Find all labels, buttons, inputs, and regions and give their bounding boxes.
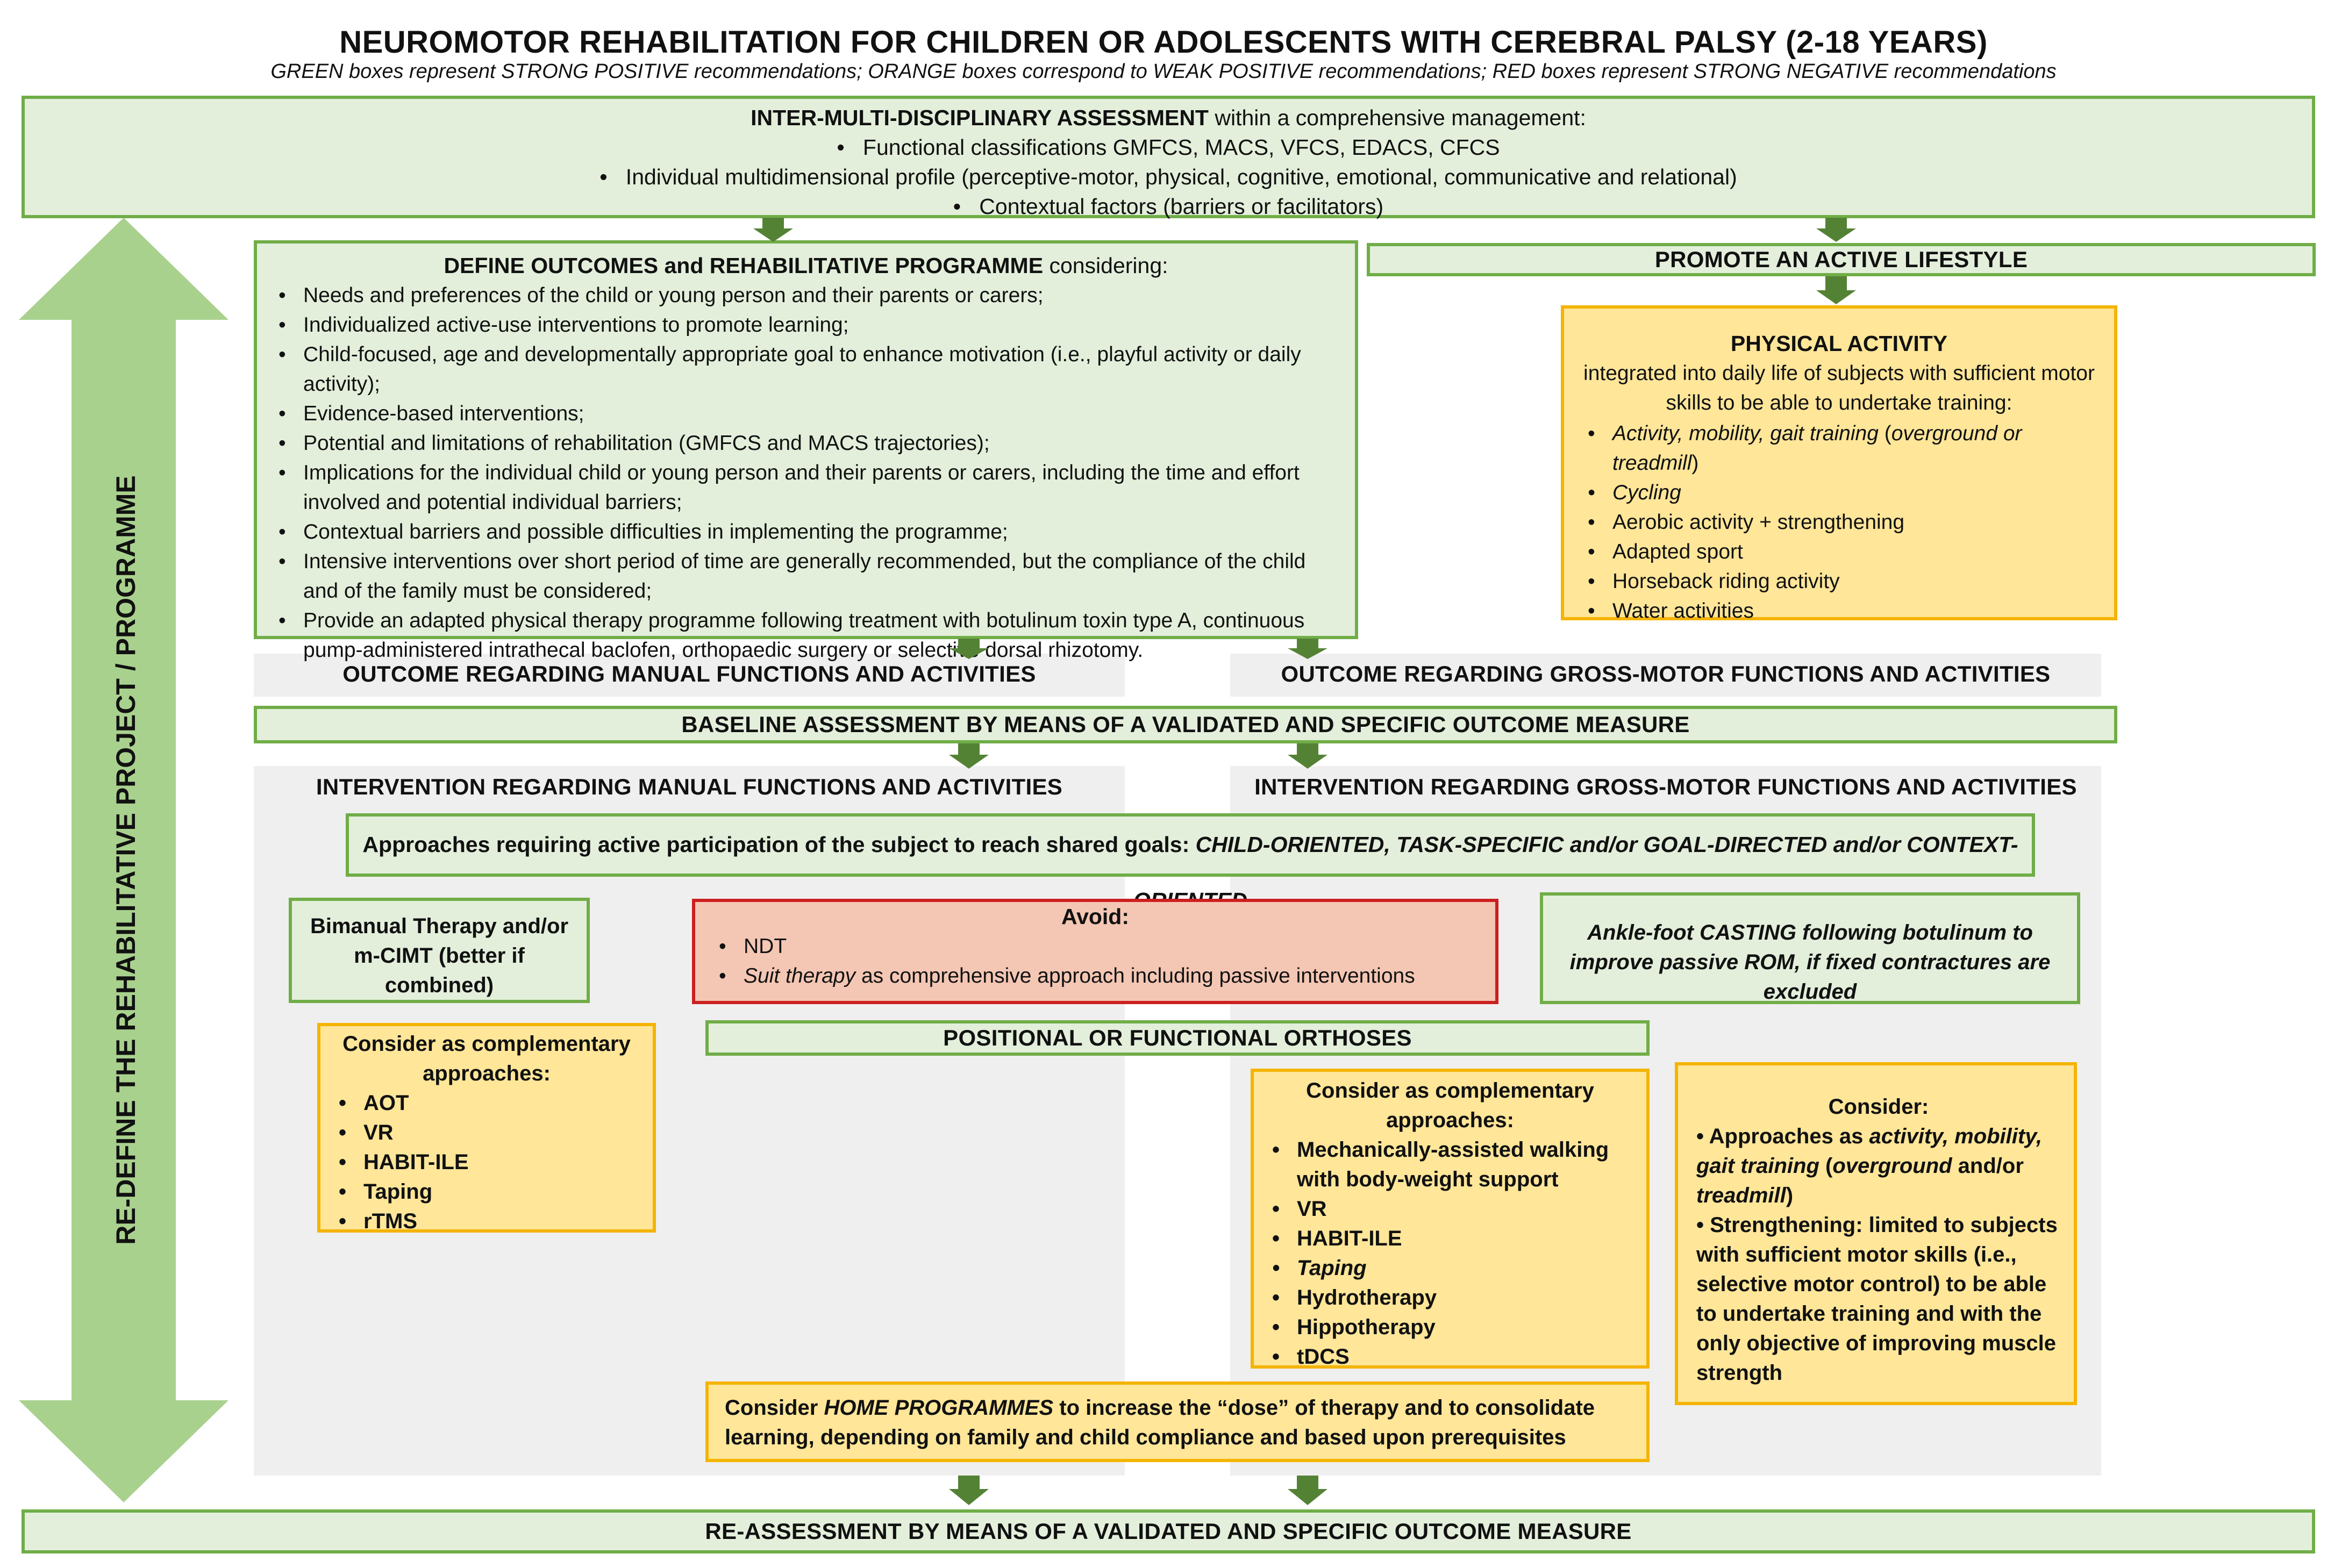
complementary-manual-list: AOT VR HABIT-ILE Taping rTMS	[331, 1089, 642, 1236]
define-outcomes-box: DEFINE OUTCOMES and REHABILITATIVE PROGR…	[254, 240, 1358, 662]
arrow-down-icon	[949, 639, 989, 659]
avoid-item-ndt: NDT	[711, 932, 1479, 961]
define-item: Contextual barriers and possible difficu…	[271, 517, 1341, 547]
define-list: Needs and preferences of the child or yo…	[271, 281, 1341, 665]
physical-item: Aerobic activity + strengthening	[1580, 507, 2098, 537]
assessment-heading: INTER-MULTI-DISCIPLINARY ASSESSMENT	[751, 105, 1209, 130]
outcome-manual-heading: OUTCOME REGARDING MANUAL FUNCTIONS AND A…	[342, 661, 1036, 686]
arrow-down-icon	[1288, 639, 1327, 659]
physical-item: Cycling	[1580, 478, 2098, 507]
define-item: Potential and limitations of rehabilitat…	[271, 428, 1341, 458]
define-item: Implications for the individual child or…	[271, 458, 1341, 517]
intervention-gross-heading: INTERVENTION REGARDING GROSS-MOTOR FUNCT…	[1254, 774, 2077, 799]
define-item: Child-focused, age and developmentally a…	[271, 340, 1341, 399]
intervention-manual-heading: INTERVENTION REGARDING MANUAL FUNCTIONS …	[316, 774, 1063, 799]
casting-box: Ankle-foot CASTING following botulinum t…	[1540, 892, 2080, 1004]
complementary-manual-item: HABIT-ILE	[331, 1148, 642, 1177]
define-item: Intensive interventions over short perio…	[271, 547, 1341, 606]
assessment-item: • Individual multidimensional profile (p…	[599, 164, 1737, 189]
complementary-manual-heading: Consider as complementary approaches:	[342, 1032, 631, 1085]
complementary-gross-item: Hydrotherapy	[1265, 1283, 1636, 1313]
define-item: Evidence-based interventions;	[271, 399, 1341, 428]
orthoses-box: POSITIONAL OR FUNCTIONAL ORTHOSES	[705, 1020, 1650, 1056]
physical-heading: PHYSICAL ACTIVITY	[1730, 331, 1948, 356]
complementary-manual-box: Consider as complementary approaches: AO…	[317, 1023, 656, 1236]
assessment-item: • Contextual factors (barriers or facili…	[953, 194, 1384, 219]
complementary-manual-item: rTMS	[331, 1207, 642, 1236]
assessment-heading-suffix: within a comprehensive management:	[1208, 105, 1586, 130]
arrow-down-icon	[949, 743, 989, 769]
avoid-heading: Avoid:	[1061, 904, 1130, 929]
physical-activity-box: PHYSICAL ACTIVITY integrated into daily …	[1561, 305, 2117, 626]
consider-heading: Consider:	[1828, 1095, 1929, 1119]
bimanual-therapy-box: Bimanual Therapy and/or m-CIMT (better i…	[289, 898, 590, 1003]
home-programmes-box: Consider HOME PROGRAMMES to increase the…	[705, 1381, 1650, 1462]
arrow-down-icon	[753, 218, 793, 242]
complementary-gross-item: tDCS	[1265, 1342, 1636, 1372]
complementary-gross-item: Taping	[1265, 1254, 1636, 1283]
color-legend: GREEN boxes represent STRONG POSITIVE re…	[270, 60, 2057, 83]
define-item: Provide an adapted physical therapy prog…	[271, 606, 1341, 665]
avoid-item-suit: Suit therapy as comprehensive approach i…	[711, 961, 1479, 991]
physical-intro: integrated into daily life of subjects w…	[1583, 362, 2095, 414]
redefine-double-arrow	[19, 218, 229, 1502]
physical-item: Activity, mobility, gait training (overg…	[1580, 419, 2098, 478]
define-item: Individualized active-use interventions …	[271, 310, 1341, 340]
active-lifestyle-box: PROMOTE AN ACTIVE LIFESTYLE	[1367, 243, 2316, 276]
complementary-gross-item: Hippotherapy	[1265, 1313, 1636, 1342]
physical-item: Water activities	[1580, 596, 2098, 626]
assessment-item: • Functional classifications GMFCS, MACS…	[837, 135, 1500, 160]
complementary-gross-box: Consider as complementary approaches: Me…	[1251, 1069, 1650, 1372]
complementary-manual-item: Taping	[331, 1177, 642, 1207]
arrow-down-icon	[1816, 276, 1856, 304]
arrow-down-icon	[1816, 218, 1856, 242]
define-item: Needs and preferences of the child or yo…	[271, 281, 1341, 310]
consider-box: Consider: • Approaches as activity, mobi…	[1675, 1062, 2077, 1405]
reassessment-box: RE-ASSESSMENT BY MEANS OF A VALIDATED AN…	[22, 1509, 2315, 1553]
physical-item: Adapted sport	[1580, 537, 2098, 567]
complementary-gross-item: VR	[1265, 1194, 1636, 1224]
define-heading: DEFINE OUTCOMES and REHABILITATIVE PROGR…	[444, 253, 1044, 278]
outcome-gross-heading: OUTCOME REGARDING GROSS-MOTOR FUNCTIONS …	[1281, 661, 2051, 686]
complementary-gross-item: HABIT-ILE	[1265, 1224, 1636, 1254]
consider-approaches: • Approaches as activity, mobility, gait…	[1696, 1125, 2043, 1207]
outcome-gross-panel	[1230, 654, 2101, 697]
assessment-box: INTER-MULTI-DISCIPLINARY ASSESSMENT with…	[22, 96, 2315, 219]
baseline-assessment-box: BASELINE ASSESSMENT BY MEANS OF A VALIDA…	[254, 706, 2117, 743]
consider-strengthening: • Strengthening: limited to subjects wit…	[1696, 1213, 2058, 1385]
complementary-gross-heading: Consider as complementary approaches:	[1306, 1079, 1594, 1132]
arrow-down-icon	[949, 1476, 989, 1505]
arrow-down-icon	[1288, 1476, 1327, 1505]
complementary-gross-item: Mechanically-assisted walking with body-…	[1265, 1135, 1636, 1194]
physical-item: Horseback riding activity	[1580, 567, 2098, 596]
arrow-down-icon	[1288, 743, 1327, 769]
define-heading-suffix: considering:	[1043, 253, 1168, 278]
avoid-box: Avoid: NDT Suit therapy as comprehensive…	[692, 899, 1498, 1004]
approaches-text: Approaches requiring active participatio…	[362, 832, 1196, 857]
complementary-gross-list: Mechanically-assisted walking with body-…	[1265, 1135, 1636, 1372]
avoid-list: NDT Suit therapy as comprehensive approa…	[711, 932, 1479, 991]
physical-list: Activity, mobility, gait training (overg…	[1580, 419, 2098, 626]
page-title: NEUROMOTOR REHABILITATION FOR CHILDREN O…	[339, 25, 1988, 60]
complementary-manual-item: VR	[331, 1118, 642, 1148]
complementary-manual-item: AOT	[331, 1089, 642, 1118]
